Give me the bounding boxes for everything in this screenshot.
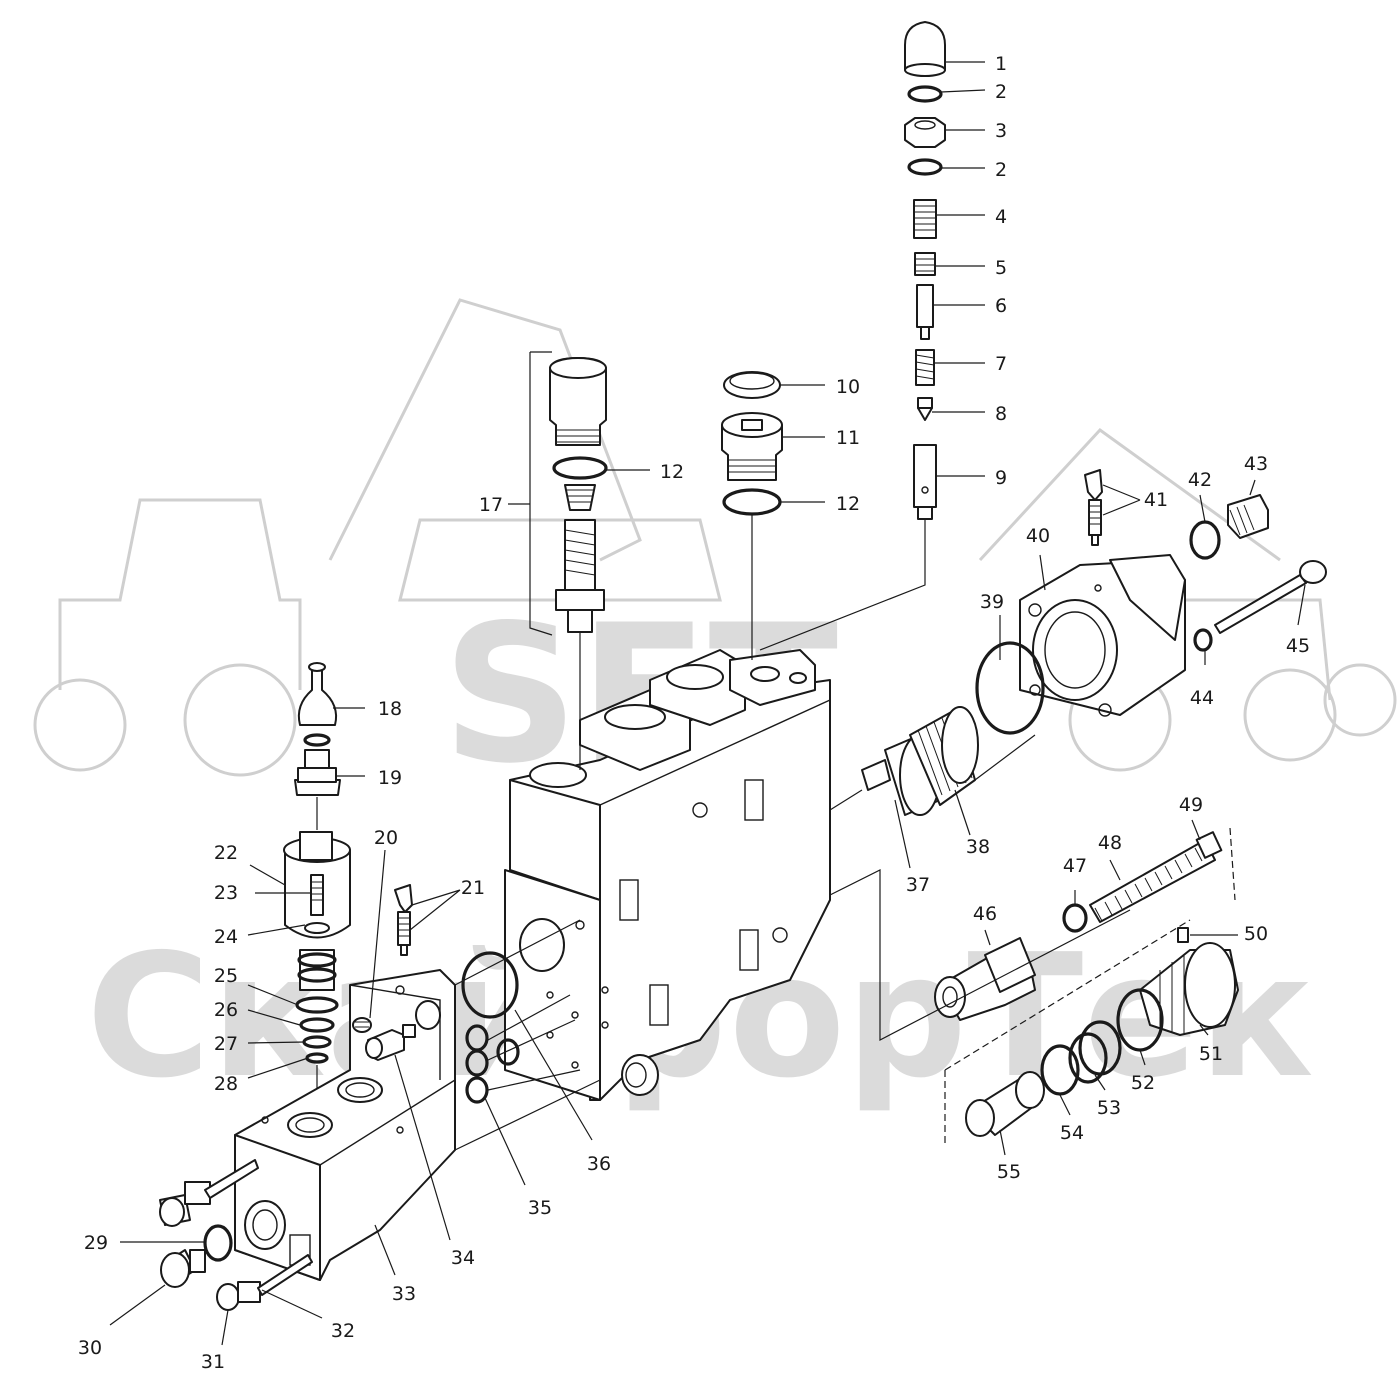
callout-8: 8 (995, 403, 1007, 425)
callout-19: 19 (378, 767, 402, 789)
callout-36: 36 (587, 1153, 611, 1175)
callout-31: 31 (201, 1351, 225, 1373)
callout-21: 21 (461, 877, 485, 899)
solenoid-assembly (283, 662, 351, 1105)
adjuster-stack (759, 21, 946, 651)
callout-9: 9 (995, 467, 1007, 489)
callout-1: 1 (995, 53, 1007, 75)
callout-26: 26 (214, 999, 238, 1021)
callout-53: 53 (1097, 1097, 1121, 1119)
callout-50: 50 (1244, 923, 1268, 945)
callout-30: 30 (78, 1337, 102, 1359)
callout-11: 11 (836, 427, 860, 449)
callout-7: 7 (995, 353, 1007, 375)
plug-assembly (721, 371, 783, 660)
callout-24: 24 (214, 926, 238, 948)
callout-51: 51 (1199, 1043, 1223, 1065)
callout-25: 25 (214, 965, 238, 987)
callout-27: 27 (214, 1033, 238, 1055)
callout-20: 20 (374, 827, 398, 849)
main-valve-block (504, 649, 831, 1101)
callout-37: 37 (906, 874, 930, 896)
callout-28: 28 (214, 1073, 238, 1095)
callout-22: 22 (214, 842, 238, 864)
callout-43: 43 (1244, 453, 1268, 475)
callout-leaders (109, 61, 1306, 1346)
callout-48: 48 (1098, 832, 1122, 854)
callout-49: 49 (1179, 794, 1203, 816)
callout-labels: 1 2 3 2 4 5 6 7 8 9 10 11 12 12 17 18 19… (78, 53, 1310, 1373)
small-fittings (352, 469, 1103, 1061)
callout-12: 12 (660, 461, 684, 483)
callout-10: 10 (836, 376, 860, 398)
callout-23: 23 (214, 882, 238, 904)
callout-46: 46 (973, 903, 997, 925)
callout-55: 55 (997, 1161, 1021, 1183)
callout-12-second: 12 (836, 493, 860, 515)
watermark-line-art (33, 298, 1397, 777)
callout-32: 32 (331, 1320, 355, 1342)
callout-45: 45 (1286, 635, 1310, 657)
callout-54: 54 (1060, 1122, 1084, 1144)
callout-6: 6 (995, 295, 1007, 317)
callout-35: 35 (528, 1197, 552, 1219)
callout-34: 34 (451, 1247, 475, 1269)
end-cover-assembly (829, 494, 1327, 816)
callout-38: 38 (966, 836, 990, 858)
callout-41: 41 (1144, 489, 1168, 511)
callout-2-second: 2 (995, 159, 1007, 181)
interface-seals (454, 919, 601, 1151)
callout-3: 3 (995, 120, 1007, 142)
callout-17: 17 (479, 494, 503, 516)
callout-42: 42 (1188, 469, 1212, 491)
callout-52: 52 (1131, 1072, 1155, 1094)
callout-39: 39 (980, 591, 1004, 613)
relief-valve-cartridge (529, 351, 608, 770)
callout-18: 18 (378, 698, 402, 720)
callout-47: 47 (1063, 855, 1087, 877)
callout-2: 2 (995, 81, 1007, 103)
callout-44: 44 (1190, 687, 1214, 709)
callout-29: 29 (84, 1232, 108, 1254)
callout-4: 4 (995, 206, 1007, 228)
callout-40: 40 (1026, 525, 1050, 547)
screws-and-plugs (159, 1159, 313, 1311)
callout-5: 5 (995, 257, 1007, 279)
callout-33: 33 (392, 1283, 416, 1305)
